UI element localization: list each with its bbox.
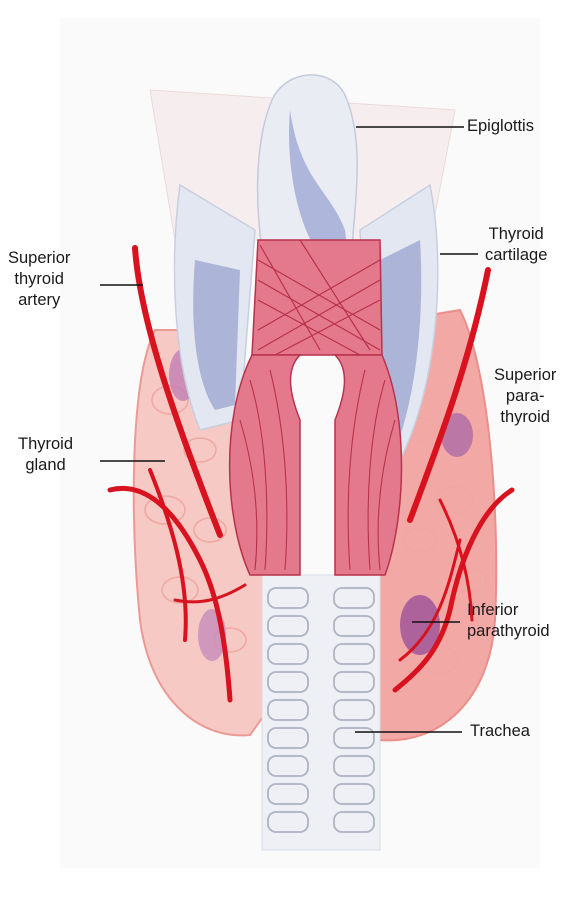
label-thyroid-cartilage: Thyroid cartilage (485, 224, 547, 266)
label-inferior-parathyroid: Inferior parathyroid (467, 600, 550, 642)
label-thyroid-gland: Thyroid gland (18, 434, 73, 476)
label-trachea: Trachea (470, 721, 530, 742)
label-superior-thyroid-artery: Superior thyroid artery (8, 248, 70, 311)
label-superior-parathyroid: Superior para- thyroid (494, 365, 556, 428)
label-epiglottis: Epiglottis (467, 116, 534, 137)
